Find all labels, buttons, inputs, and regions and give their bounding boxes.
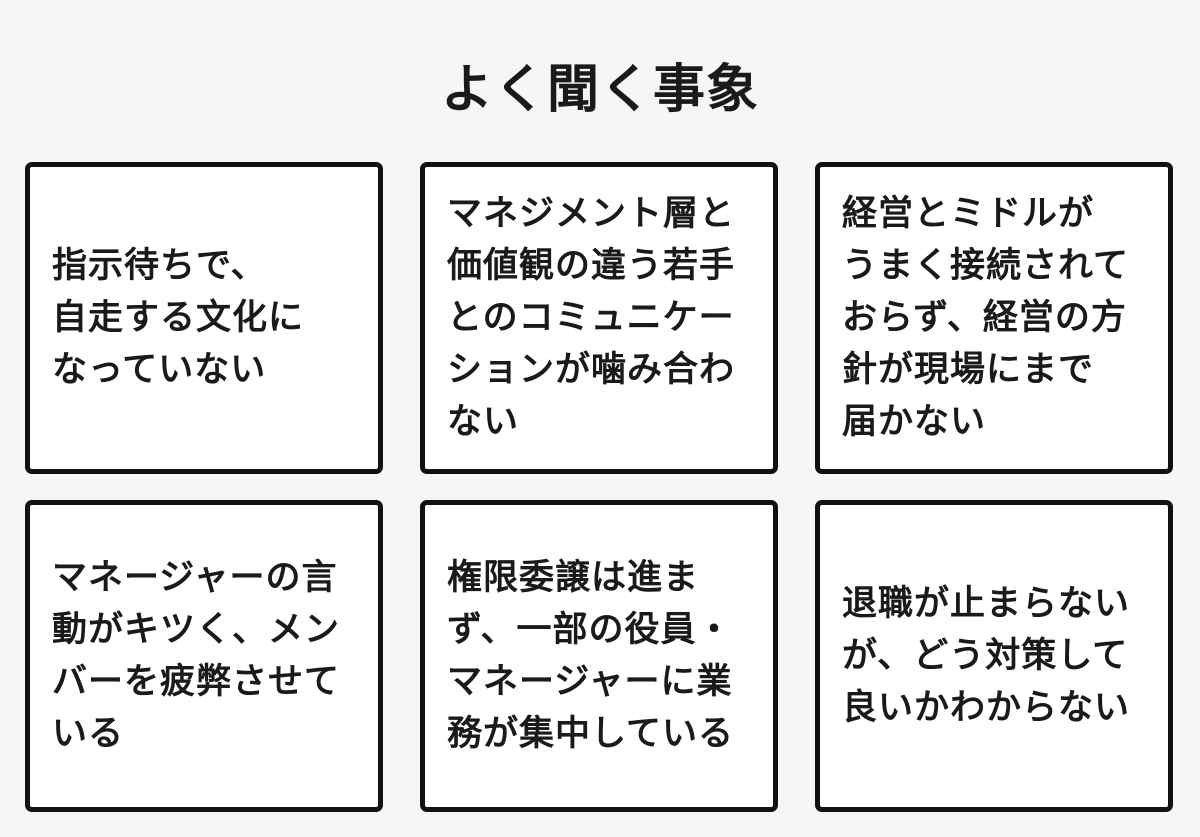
issue-card-text: 経営とミドルが うまく接続されて おらず、経営の方 針が現場にまで 届かない xyxy=(842,194,1129,442)
issue-card-text: 退職が止まらない が、どう対策して 良いかわからない xyxy=(842,584,1131,728)
issue-card: 権限委譲は進ま ず、一部の役員・ マネージャーに業 務が集中している xyxy=(420,500,778,812)
page-title: よく聞く事象 xyxy=(440,60,759,120)
issue-card: 経営とミドルが うまく接続されて おらず、経営の方 針が現場にまで 届かない xyxy=(815,162,1173,474)
issue-card: 退職が止まらない が、どう対策して 良いかわからない xyxy=(815,500,1173,812)
issue-card-text: 権限委譲は進ま ず、一部の役員・ マネージャーに業 務が集中している xyxy=(447,558,734,754)
issue-card-text: マネジメント層と 価値観の違う若手 とのコミュニケー ションが噛み合わ ない xyxy=(447,194,736,442)
issue-card-text: マネージャーの言 動がキツく、メン バーを疲弊させて いる xyxy=(52,558,341,754)
issue-card: マネジメント層と 価値観の違う若手 とのコミュニケー ションが噛み合わ ない xyxy=(420,162,778,474)
issue-card-text: 指示待ちで、 自走する文化に なっていない xyxy=(52,246,305,390)
issue-card: 指示待ちで、 自走する文化に なっていない xyxy=(25,162,383,474)
issue-card: マネージャーの言 動がキツく、メン バーを疲弊させて いる xyxy=(25,500,383,812)
